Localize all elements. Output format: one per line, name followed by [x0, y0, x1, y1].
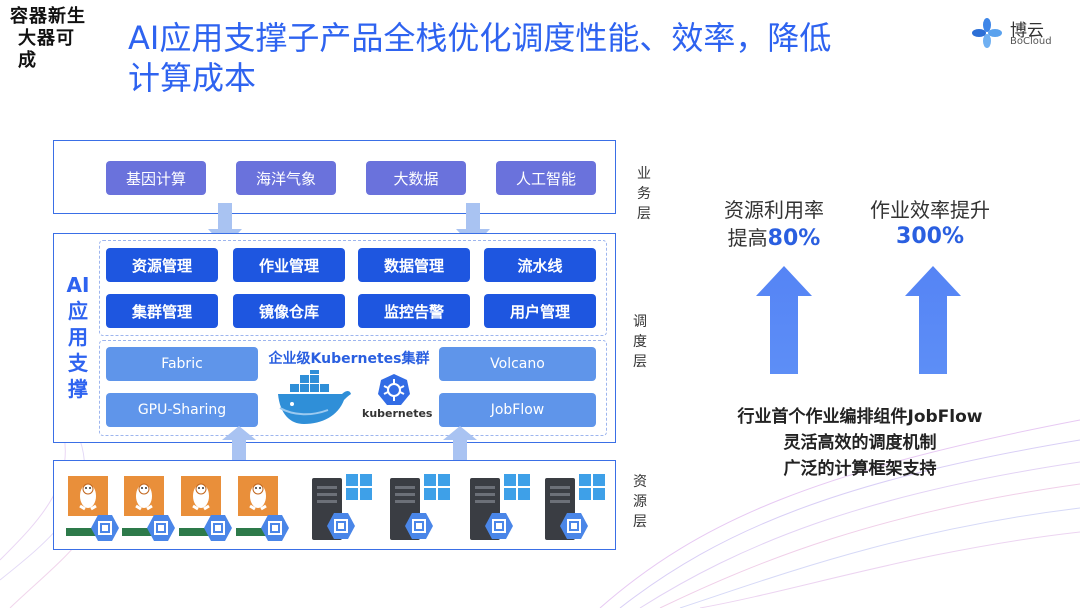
- metric-label: 作业效率提升: [870, 198, 990, 222]
- feature-scheduling: 灵活高效的调度机制: [783, 433, 937, 453]
- up-arrow-icon: [756, 266, 812, 374]
- business-item-ai[interactable]: 人工智能: [496, 161, 596, 195]
- feature-jobflow: 行业首个作业编排组件JobFlow: [737, 407, 983, 427]
- compute-engine-icon: [261, 515, 289, 541]
- slide-title-line-2: 计算成本: [128, 59, 257, 97]
- business-item-big-data[interactable]: 大数据: [366, 161, 466, 195]
- job-efficiency-metric: 作业效率提升 300%: [860, 196, 1000, 249]
- metric-prefix: 提高: [727, 226, 768, 250]
- kubernetes-wordmark: kubernetes: [362, 407, 433, 420]
- linux-node: [66, 476, 124, 541]
- compute-engine-icon: [91, 515, 119, 541]
- up-arrow-icon: [905, 266, 961, 374]
- windows-server-node: [390, 474, 454, 542]
- windows-server-node: [470, 474, 534, 542]
- kubernetes-icon: [378, 374, 410, 405]
- linux-penguin-icon: [238, 476, 278, 516]
- linux-node: [179, 476, 237, 541]
- windows-logo-icon: [504, 474, 530, 500]
- gpu-sharing-component[interactable]: GPU-Sharing: [106, 393, 258, 427]
- linux-node: [122, 476, 180, 541]
- ai-application-support-label: AI应用支撑: [66, 273, 90, 401]
- feature-frameworks: 广泛的计算框架支持: [783, 459, 937, 479]
- metric-value: 300%: [896, 224, 964, 249]
- resource-layer-label: 资源层: [633, 474, 647, 530]
- image-registry-button[interactable]: 镜像仓库: [233, 294, 345, 328]
- server-base-icon: [179, 528, 213, 536]
- business-layer-label: 业务层: [637, 166, 651, 222]
- metric-label: 资源利用率: [724, 198, 824, 222]
- management-group: [99, 240, 607, 336]
- compute-engine-icon: [204, 515, 232, 541]
- pipeline-button[interactable]: 流水线: [484, 248, 596, 282]
- compute-engine-icon: [405, 513, 433, 539]
- server-base-icon: [236, 528, 270, 536]
- linux-penguin-icon: [68, 476, 108, 516]
- server-base-icon: [66, 528, 100, 536]
- compute-engine-icon: [147, 515, 175, 541]
- calligraphy-line-1: 容器新生: [10, 6, 86, 27]
- cluster-management-button[interactable]: 集群管理: [106, 294, 218, 328]
- compute-engine-icon: [485, 513, 513, 539]
- windows-logo-icon: [346, 474, 372, 500]
- business-item-ocean-meteorology[interactable]: 海洋气象: [236, 161, 336, 195]
- windows-logo-icon: [579, 474, 605, 500]
- resource-utilization-metric: 资源利用率 提高80%: [712, 196, 836, 252]
- compute-engine-icon: [327, 513, 355, 539]
- windows-server-node: [312, 474, 376, 542]
- server-base-icon: [122, 528, 156, 536]
- bocloud-logo: 博云 BoCloud: [968, 14, 1072, 54]
- windows-logo-icon: [424, 474, 450, 500]
- windows-server-node: [545, 474, 609, 542]
- resource-management-button[interactable]: 资源管理: [106, 248, 218, 282]
- calligraphy-line-2: 大器可成: [18, 28, 75, 71]
- jobflow-component[interactable]: JobFlow: [439, 393, 596, 427]
- logo-name: 博云: [1010, 21, 1044, 41]
- fabric-component[interactable]: Fabric: [106, 347, 258, 381]
- logo-english-name: BoCloud: [1010, 36, 1052, 47]
- job-management-button[interactable]: 作业管理: [233, 248, 345, 282]
- data-management-button[interactable]: 数据管理: [358, 248, 470, 282]
- metric-value: 80%: [767, 226, 821, 251]
- bocloud-mark-icon: [972, 18, 1002, 48]
- user-management-button[interactable]: 用户管理: [484, 294, 596, 328]
- linux-node: [236, 476, 294, 541]
- linux-penguin-icon: [124, 476, 164, 516]
- compute-engine-icon: [560, 513, 588, 539]
- scheduling-layer-label: 调度层: [633, 314, 647, 370]
- cluster-group: [99, 340, 607, 436]
- kubernetes-cluster-label: 企业级Kubernetes集群: [268, 351, 430, 367]
- business-item-gene-computing[interactable]: 基因计算: [106, 161, 206, 195]
- event-calligraphy-logo: 容器新生 大器可成: [10, 6, 90, 71]
- slide-title: AI应用支撑子产品全栈优化调度性能、效率，降低 计算成本: [128, 18, 948, 98]
- linux-penguin-icon: [181, 476, 221, 516]
- slide-title-line-1: AI应用支撑子产品全栈优化调度性能、效率，降低: [128, 19, 832, 57]
- monitoring-alerts-button[interactable]: 监控告警: [358, 294, 470, 328]
- docker-icon: [278, 370, 351, 424]
- volcano-component[interactable]: Volcano: [439, 347, 596, 381]
